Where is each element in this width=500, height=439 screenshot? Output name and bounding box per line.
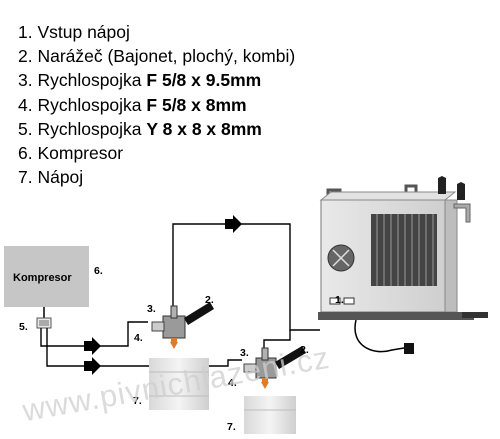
flow-arrow-1 — [84, 337, 101, 355]
callout-7-left: 7. — [133, 395, 142, 407]
callout-4-left: 4. — [134, 332, 143, 344]
legend-item-3: 3. Rychlospojka F 5/8 x 9.5mm — [18, 70, 262, 91]
flow-arrow-3 — [225, 215, 242, 233]
compressor: Kompresor — [4, 246, 89, 307]
callout-3-left: 3. — [147, 303, 156, 315]
callout-6: 6. — [94, 265, 103, 277]
callout-4-right: 4. — [228, 377, 237, 389]
flow-arrow-2 — [84, 357, 101, 375]
keg-left — [149, 358, 209, 410]
legend-item-6: 6. Kompresor — [18, 143, 124, 164]
legend-item-1: 1. Vstup nápoj — [18, 22, 130, 42]
y-splitter — [36, 307, 52, 329]
callout-2-left: 2. — [205, 294, 214, 306]
callout-7-right: 7. — [227, 421, 236, 433]
legend-item-5: 5. Rychlospojka Y 8 x 8 x 8mm — [18, 118, 262, 139]
legend-item-4: 4. Rychlospojka F 5/8 x 8mm — [18, 94, 247, 115]
callout-2-right: 2. — [300, 344, 309, 356]
callout-1: 1. — [335, 294, 344, 306]
callout-3-right: 3. — [240, 347, 249, 359]
power-cable — [354, 319, 405, 353]
legend-list: 1. Vstup nápoj 2. Narážeč (Bajonet, ploc… — [18, 20, 295, 189]
power-plug — [404, 343, 414, 354]
coupler-left — [151, 302, 214, 349]
keg-right — [244, 396, 296, 434]
gas-lines — [40, 223, 320, 367]
legend-item-7: 7. Nápoj — [18, 167, 84, 188]
beer-cooler — [318, 176, 488, 320]
coupler-right — [243, 346, 306, 389]
compressor-label: Kompresor — [13, 272, 72, 284]
legend-item-2: 2. Narážeč (Bajonet, plochý, kombi) — [18, 46, 296, 67]
callout-5: 5. — [19, 321, 28, 333]
